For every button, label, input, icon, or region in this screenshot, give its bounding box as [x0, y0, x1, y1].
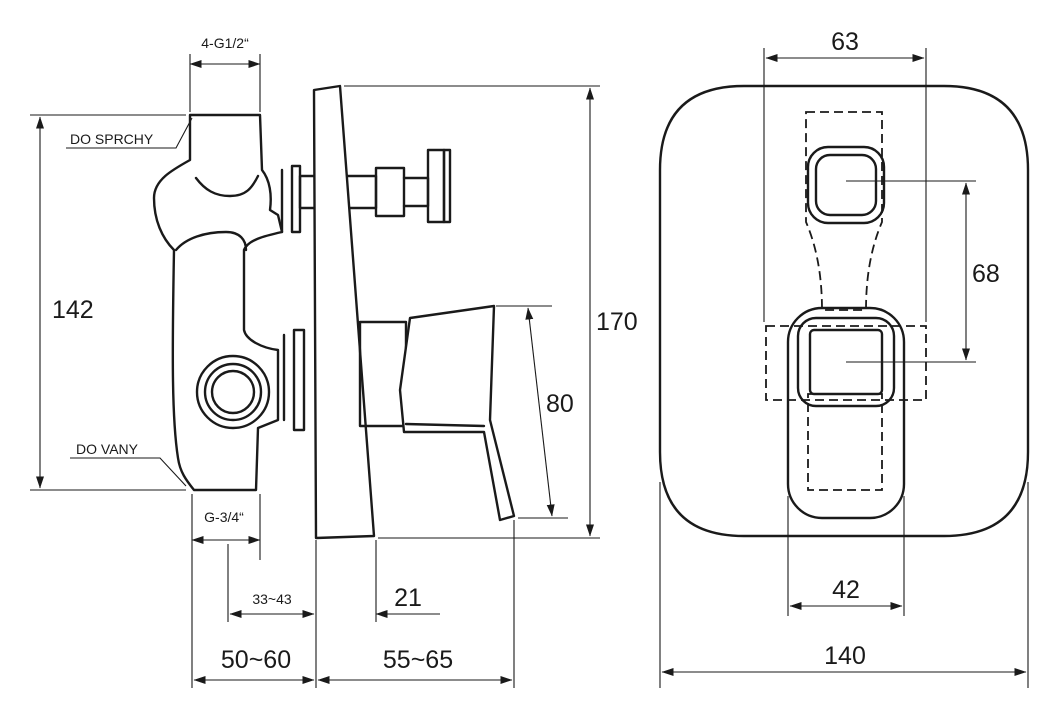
lever-hidden-vertical: [807, 393, 883, 491]
dim-lever-reach: 55~65: [317, 520, 515, 688]
body-contour: [194, 174, 260, 198]
lever-height-value: 80: [546, 390, 574, 418]
outlet-shower-label: DO SPRCHY: [70, 131, 154, 147]
body-contour: [174, 230, 248, 252]
diverter-knob-neck: [402, 176, 430, 208]
outlet-bath-label: DO VANY: [76, 441, 139, 457]
lever-width-value: 42: [832, 576, 860, 604]
upper-stem: [280, 164, 302, 234]
leader-bath: DO VANY: [70, 441, 187, 487]
diverter-knob-hidden: [805, 111, 883, 311]
lever-handle: [398, 304, 516, 522]
diverter-knob: [374, 166, 406, 218]
dim-axis-width: 63: [763, 28, 927, 322]
diverter-knob-inner: [814, 153, 878, 217]
thread-outlets-label: 4-G1/2“: [201, 35, 249, 51]
dim-plate-to-lever: 21: [375, 540, 440, 622]
plate-to-lever-value: 21: [394, 584, 422, 612]
dim-wall-depth: 50~60: [193, 646, 315, 684]
front-view: 63 68 42 140: [658, 28, 1030, 688]
dim-lever-height: 80: [496, 305, 574, 519]
axis-distance-value: 68: [972, 260, 1000, 288]
lever-reach-value: 55~65: [383, 646, 453, 674]
diverter-knob-outer: [806, 145, 886, 225]
body-depth-value: 33~43: [252, 591, 292, 607]
side-view: 4-G1/2“ DO SPRCHY DO VANY 142 170: [30, 35, 638, 688]
dim-axis-distance: 68: [846, 180, 1000, 363]
front-cover-plate: [658, 84, 1030, 538]
lever-handle-edge: [404, 422, 486, 428]
inlet-ring-mid: [203, 362, 263, 422]
lever-outer: [786, 306, 906, 520]
total-height-value: 170: [596, 308, 638, 336]
leader-shower: DO SPRCHY: [66, 117, 193, 149]
inlet-ring-inner: [210, 369, 256, 415]
wall-depth-value: 50~60: [221, 646, 291, 674]
inlet-ring-outer: [195, 354, 271, 430]
lever-cartridge: [358, 320, 408, 428]
valve-body: [152, 113, 284, 492]
dim-body-depth: 33~43: [227, 540, 317, 688]
axis-width-value: 63: [831, 28, 859, 56]
thread-inlet-label: G-3/4“: [204, 509, 244, 525]
lower-stem: [282, 328, 306, 432]
dim-body-height: 142: [30, 114, 186, 491]
cover-plate: [312, 84, 376, 540]
diverter-knob-cap-end: [442, 148, 452, 224]
dim-lever-width: 42: [787, 496, 905, 616]
dim-thread-outlets: 4-G1/2“: [189, 35, 261, 112]
body-height-value: 142: [52, 296, 94, 324]
plate-width-value: 140: [824, 642, 866, 670]
lever-hidden-horizontal: [765, 325, 927, 401]
dim-total-height: 170: [344, 85, 638, 539]
diverter-knob-cap: [426, 148, 446, 224]
dim-plate-width: 140: [659, 482, 1029, 688]
dim-thread-inlet: G-3/4“: [191, 494, 261, 688]
